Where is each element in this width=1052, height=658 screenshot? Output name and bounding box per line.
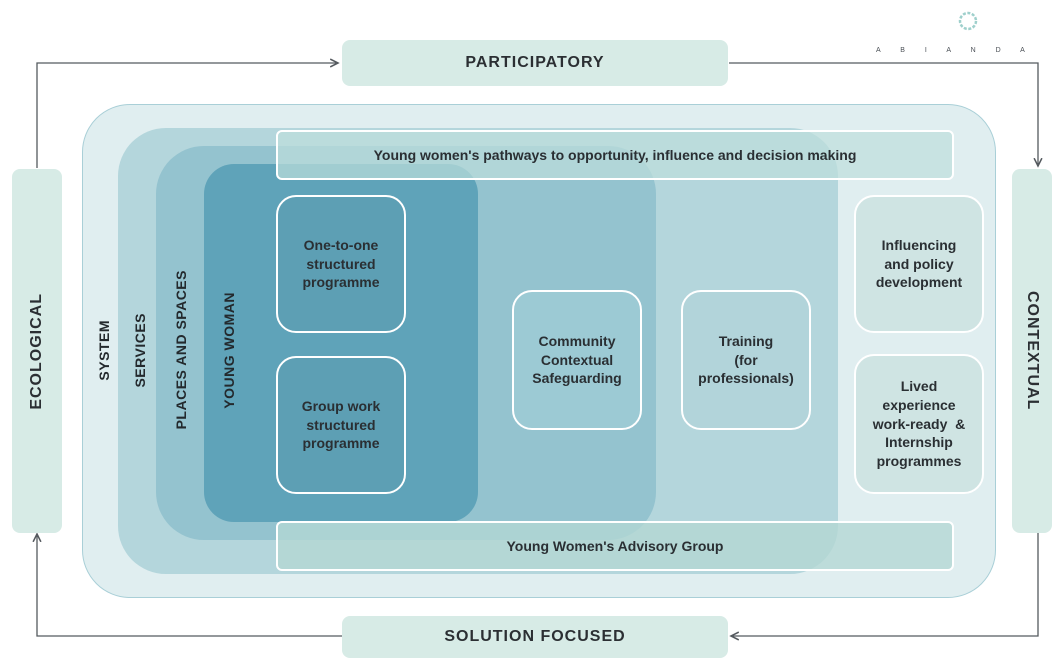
group-work-programme-box: Group work structured programme: [276, 356, 406, 494]
box-line: programmes: [876, 453, 962, 470]
advisory-group-band: Young Women's Advisory Group: [276, 521, 954, 571]
young-woman-label: YOUNG WOMAN: [221, 291, 237, 409]
box-line: Internship: [885, 434, 953, 451]
box-line: One-to-one: [303, 236, 379, 253]
box-line: Group work: [301, 397, 381, 414]
box-line: Training: [718, 332, 774, 349]
contextual-label: CONTEXTUAL: [1024, 291, 1041, 411]
box-line: Lived: [900, 377, 938, 394]
box-line: work-ready &: [872, 415, 966, 432]
community-contextual-safeguarding-box: Community Contextual Safeguarding: [512, 290, 642, 430]
contextual-bar: CONTEXTUAL: [1012, 169, 1052, 533]
woman-label-wrap: YOUNG WOMAN: [218, 270, 240, 430]
box-line: experience: [882, 396, 956, 413]
box-line: Community: [538, 332, 616, 349]
arrow-participatory-to-contextual: [729, 62, 1038, 166]
box-line: structured: [306, 416, 376, 433]
places-label-wrap: PLACES AND SPACES: [170, 250, 192, 450]
arrow-ecological-to-participatory: [36, 63, 338, 168]
box-line: structured: [306, 255, 376, 272]
solution-focused-bar: SOLUTION FOCUSED: [342, 616, 728, 658]
one-to-one-programme-box: One-to-one structured programme: [276, 195, 406, 333]
box-line: programme: [302, 435, 380, 452]
box-line: professionals): [698, 370, 794, 387]
box-line: Contextual: [540, 351, 614, 368]
system-label-wrap: SYSTEM: [93, 300, 115, 400]
influencing-policy-box: Influencing and policy development: [854, 195, 984, 333]
pathways-band: Young women's pathways to opportunity, i…: [276, 130, 954, 180]
box-line: development: [875, 274, 963, 291]
box-line: (for: [734, 351, 758, 368]
box-line: Safeguarding: [532, 370, 622, 387]
logo-ring-icon: [957, 10, 979, 32]
box-line: Influencing: [881, 236, 957, 253]
box-line: programme: [302, 274, 380, 291]
services-label: SERVICES: [132, 312, 148, 388]
arrow-contextual-to-solution: [731, 532, 1039, 636]
places-label: PLACES AND SPACES: [173, 270, 189, 430]
ecological-label: ECOLOGICAL: [28, 292, 45, 410]
brand-name: A B I A N D A: [876, 47, 1034, 54]
ecological-bar: ECOLOGICAL: [12, 169, 62, 533]
box-line: and policy: [884, 255, 954, 272]
arrow-solution-to-ecological: [37, 534, 342, 637]
system-label: SYSTEM: [96, 319, 112, 381]
lived-experience-box: Lived experience work-ready & Internship…: [854, 354, 984, 494]
services-label-wrap: SERVICES: [129, 290, 151, 410]
training-box: Training (for professionals): [681, 290, 811, 430]
participatory-bar: PARTICIPATORY: [342, 40, 728, 86]
